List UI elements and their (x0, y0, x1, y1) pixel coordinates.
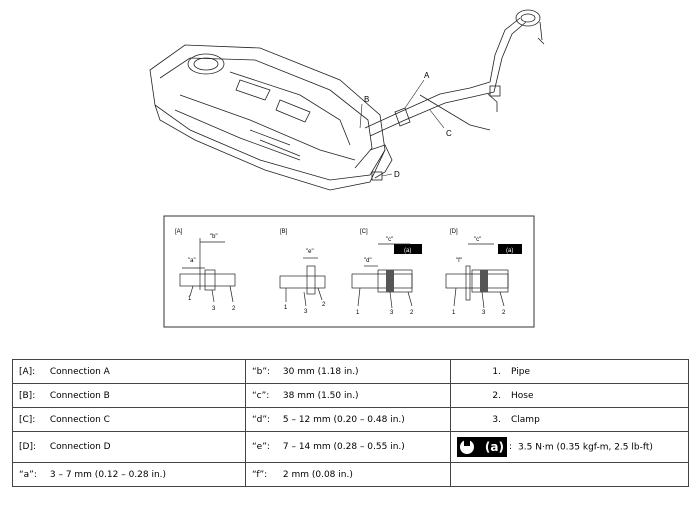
svg-text:(a): (a) (404, 248, 411, 254)
detail-c: [C] "c" "d" (a) 1 3 2 (351, 229, 422, 316)
svg-text:[D]: [D] (450, 229, 458, 235)
fuel-tank (149, 44, 386, 191)
svg-text:"e": "e" (306, 249, 314, 255)
callout-b: B (364, 95, 369, 104)
detail-frame (163, 215, 535, 328)
svg-text:"a": "a" (188, 258, 196, 264)
detail-d: [D] "c" "f" (a) 1 3 2 (445, 229, 522, 316)
svg-text:1: 1 (188, 296, 192, 302)
svg-text:3: 3 (390, 310, 394, 316)
svg-text:[A]: [A] (175, 229, 183, 235)
svg-text:3: 3 (212, 306, 216, 312)
callout-c: C (446, 129, 452, 138)
svg-text:3: 3 (304, 309, 308, 315)
legend-table: [A]: Connection A “b”: 30 mm (1.18 in.) … (12, 359, 689, 487)
svg-text:1: 1 (452, 310, 456, 316)
callout-leaders (359, 79, 445, 177)
svg-text:(a): (a) (506, 248, 513, 254)
fuel-tank-diagram: A B C D [A] "b" "a" 1 3 2 [B] "e" (149, 9, 545, 328)
svg-text:"d": "d" (364, 258, 372, 264)
svg-text:"b": "b" (210, 234, 218, 240)
legend-row: [C]: Connection C “d”: 5 – 12 mm (0.20 –… (12, 407, 689, 432)
svg-text:[C]: [C] (360, 229, 368, 235)
svg-text:1: 1 (284, 305, 288, 311)
svg-text:2: 2 (232, 306, 236, 312)
detail-a: [A] "b" "a" 1 3 2 (175, 229, 236, 312)
callout-d: D (394, 170, 400, 179)
svg-text:2: 2 (322, 302, 326, 308)
detail-b: [B] "e" 1 3 2 (279, 229, 326, 315)
svg-text:"f": "f" (456, 258, 462, 264)
torque-symbol-icon: (a) (457, 437, 507, 457)
svg-text:[B]: [B] (280, 229, 288, 235)
svg-text:1: 1 (356, 310, 360, 316)
svg-text:2: 2 (502, 310, 506, 316)
legend-row: [A]: Connection A “b”: 30 mm (1.18 in.) … (12, 359, 689, 384)
filler-pipe (364, 9, 545, 137)
svg-text:2: 2 (410, 310, 414, 316)
callout-a: A (424, 71, 430, 80)
svg-text:"c": "c" (474, 237, 481, 243)
svg-text:3: 3 (482, 310, 486, 316)
legend-row: “a”: 3 – 7 mm (0.12 – 0.28 in.) “f”: 2 m… (12, 462, 689, 487)
svg-text:"c": "c" (386, 237, 393, 243)
legend-row: [D]: Connection D “e”: 7 – 14 mm (0.28 –… (12, 431, 689, 463)
legend-row: [B]: Connection B “c”: 38 mm (1.50 in.) … (12, 383, 689, 408)
